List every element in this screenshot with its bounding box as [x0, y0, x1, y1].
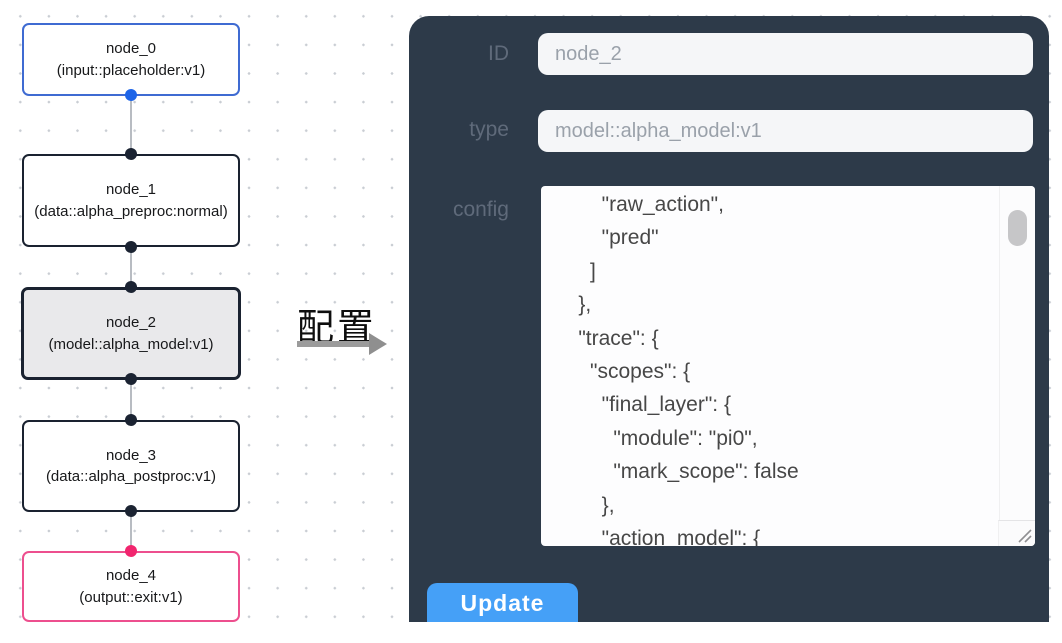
- port-node3-out[interactable]: [125, 505, 137, 517]
- port-node4-in[interactable]: [125, 545, 137, 557]
- config-label: config: [452, 198, 509, 221]
- node-title: node_1: [105, 181, 157, 198]
- node-subtitle: (output::exit:v1): [79, 588, 183, 606]
- edge-node0-node1: [130, 96, 132, 154]
- node-title: node_3: [105, 446, 157, 464]
- port-node0-out[interactable]: [125, 89, 137, 101]
- node-subtitle: (input::placeholder:v1): [56, 61, 206, 79]
- config-json-content: "raw_action", "pred" ] }, "trace": { "sc…: [578, 193, 799, 546]
- node-subtitle: (model::alpha_model:v1): [48, 335, 214, 353]
- node-subtitle: (data::alpha_preproc:normal): [34, 202, 228, 220]
- type-label: type: [469, 118, 509, 141]
- node-title: node_4: [105, 567, 157, 584]
- id-input[interactable]: [538, 33, 1033, 75]
- node-node_4[interactable]: node_4 (output::exit:v1): [22, 551, 240, 622]
- node-node_1[interactable]: node_1 (data::alpha_preproc:normal): [22, 154, 240, 247]
- type-input[interactable]: [538, 110, 1033, 152]
- node-title: node_2: [105, 314, 157, 331]
- edge-node3-node4: [130, 512, 132, 551]
- arrow-right-head-icon: [369, 333, 387, 355]
- node-node_2-selected[interactable]: node_2 (model::alpha_model:v1): [21, 287, 241, 380]
- port-node2-out[interactable]: [125, 373, 137, 385]
- resize-handle-icon[interactable]: [998, 520, 1035, 546]
- port-node1-out[interactable]: [125, 241, 137, 253]
- config-scrollbar[interactable]: [999, 186, 1035, 520]
- node-node_3[interactable]: node_3 (data::alpha_postproc:v1): [22, 420, 240, 512]
- config-scrollbar-thumb[interactable]: [1008, 210, 1027, 246]
- config-textarea[interactable]: "raw_action", "pred" ] }, "trace": { "sc…: [541, 186, 1035, 546]
- arrow-right-icon: [297, 341, 371, 347]
- update-button[interactable]: Update: [427, 583, 578, 622]
- node-subtitle: (data::alpha_postproc:v1): [45, 468, 217, 485]
- id-label: ID: [488, 42, 509, 65]
- port-node2-in[interactable]: [125, 281, 137, 293]
- node-config-panel: ID type config "raw_action", "pred" ] },…: [409, 16, 1049, 622]
- edge-node1-node2: [130, 247, 132, 287]
- node-title: node_0: [105, 40, 157, 57]
- port-node3-in[interactable]: [125, 414, 137, 426]
- port-node1-in[interactable]: [125, 148, 137, 160]
- edge-node2-node3: [130, 380, 132, 420]
- node-node_0[interactable]: node_0 (input::placeholder:v1): [22, 23, 240, 96]
